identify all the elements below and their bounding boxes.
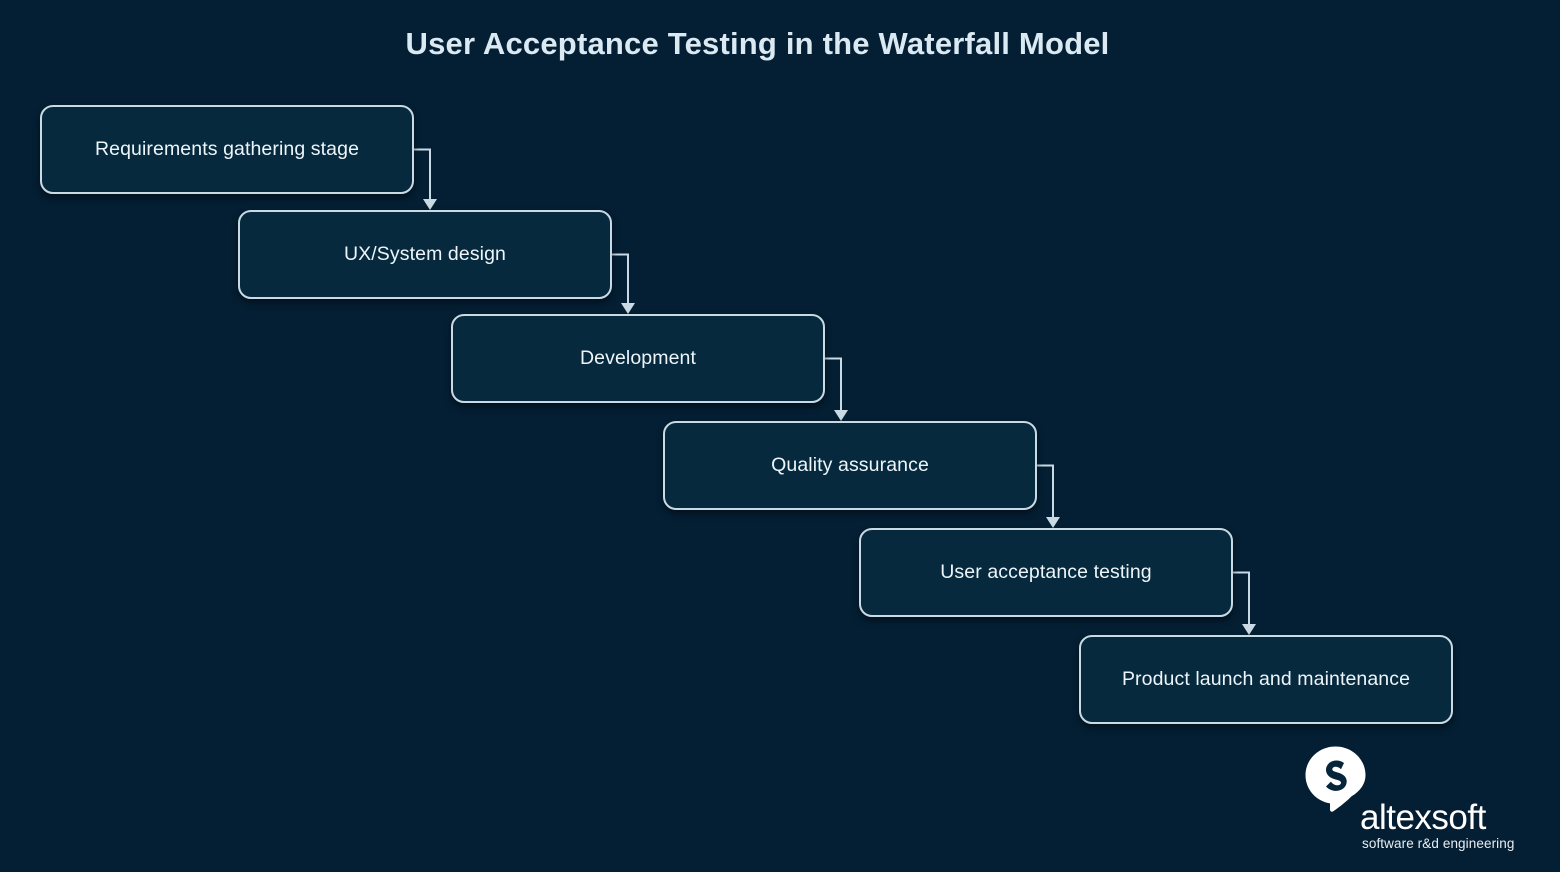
stage-label: User acceptance testing [940, 561, 1152, 583]
logo-tagline: software r&d engineering [1362, 836, 1515, 851]
stage-box-5[interactable]: User acceptance testing [859, 528, 1233, 617]
stage-label: UX/System design [344, 243, 506, 265]
connector-arrow-5 [1233, 571, 1256, 635]
stage-box-3[interactable]: Development [451, 314, 825, 403]
stage-box-6[interactable]: Product launch and maintenance [1079, 635, 1453, 724]
connector-arrow-2 [612, 253, 635, 314]
stage-label: Quality assurance [771, 454, 929, 476]
logo-wordmark: altexsoft [1360, 798, 1486, 837]
speech-bubble-s-icon [1305, 746, 1366, 812]
stage-box-4[interactable]: Quality assurance [663, 421, 1037, 510]
stage-label: Requirements gathering stage [94, 138, 360, 160]
stage-label: Development [580, 347, 696, 369]
connector-arrow-3 [825, 357, 848, 421]
altexsoft-logo: altexsoft software r&d engineering [1298, 745, 1528, 857]
stage-box-2[interactable]: UX/System design [238, 210, 612, 299]
connector-arrow-1 [414, 148, 437, 210]
stage-box-1[interactable]: Requirements gathering stage [40, 105, 414, 194]
page-title: User Acceptance Testing in the Waterfall… [405, 26, 1110, 61]
stage-label: Product launch and maintenance [1121, 668, 1411, 690]
connector-arrow-4 [1037, 464, 1060, 528]
